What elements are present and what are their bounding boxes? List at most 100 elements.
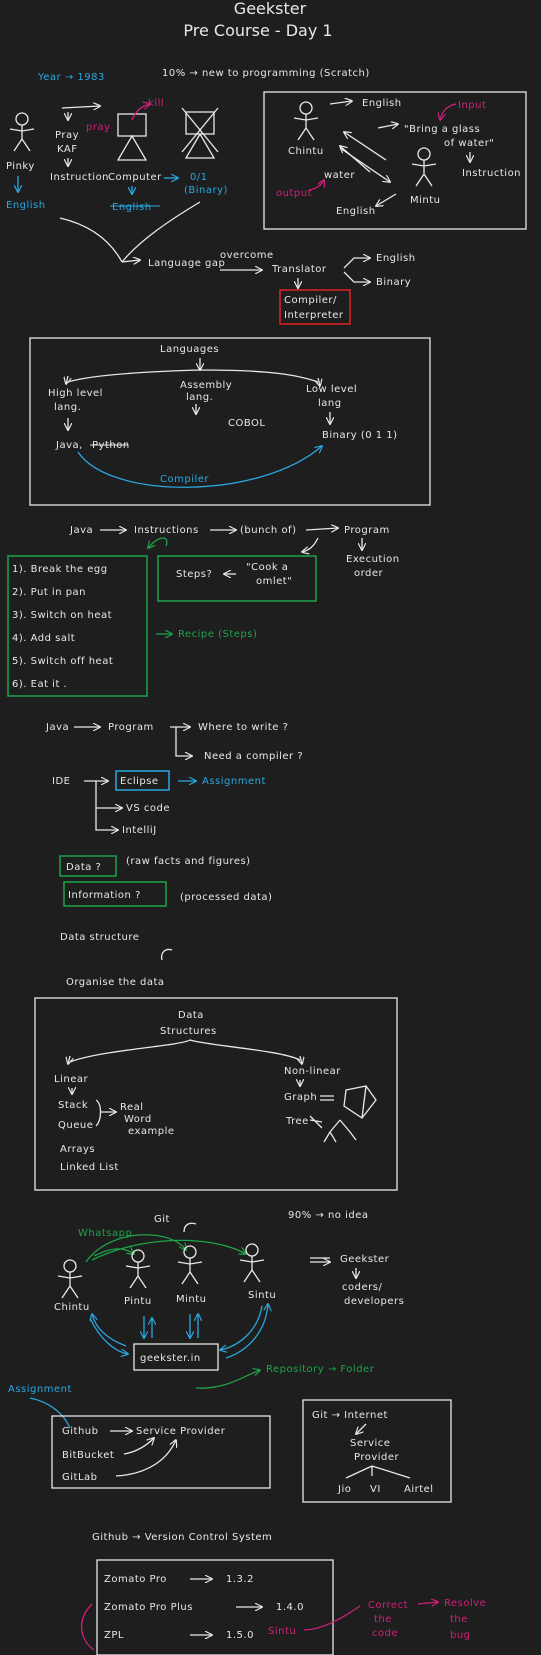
queue-label: Queue: [58, 1120, 93, 1131]
resolve-2: the: [450, 1614, 468, 1625]
vcs-row-version: 1.3.2: [226, 1574, 254, 1585]
chintu-figure-2: [57, 1259, 83, 1299]
bitbucket-label: BitBucket: [62, 1450, 114, 1461]
cook-2: omlet": [256, 576, 292, 587]
recipe-step: 4). Add salt: [12, 633, 75, 644]
pinky-label: Pinky: [6, 161, 35, 172]
ds-title-2: Structures: [160, 1026, 217, 1037]
stack-label: Stack: [58, 1100, 88, 1111]
recipe-step: 2). Put in pan: [12, 587, 86, 598]
sintu-figure: [239, 1243, 265, 1283]
data-q: Data ?: [66, 862, 101, 873]
recipe-step: 3). Switch on heat: [12, 610, 112, 621]
cook-1: "Cook a: [246, 562, 288, 573]
steps-box: [157, 555, 317, 602]
mintu-label: Mintu: [410, 195, 441, 206]
resolve-3: bug: [450, 1630, 471, 1641]
intellij-arrow: [95, 808, 118, 830]
assignment-label: Assignment: [202, 776, 266, 787]
info-box: [63, 881, 167, 907]
vcs-row-version: 1.5.0: [226, 1630, 254, 1641]
sintu-pink: Sintu: [268, 1626, 296, 1637]
need-label: Need a compiler ?: [204, 751, 303, 762]
steps-label: Steps?: [176, 569, 212, 580]
info-def: (processed data): [180, 892, 272, 903]
languages-box: [29, 337, 431, 506]
gap-curve-right: [121, 201, 201, 263]
ds-right-arrow: [300, 1055, 302, 1064]
recipe-box: [7, 555, 148, 697]
assembly-2: lang.: [186, 392, 213, 403]
correct-1: Correct: [368, 1600, 408, 1611]
tree-arrow: [309, 1115, 323, 1129]
vcs-title: Github → Version Control System: [92, 1532, 272, 1543]
coders-label: coders/: [342, 1282, 382, 1293]
chintu-english-arrow: [329, 101, 352, 104]
recipe-label: Recipe (Steps): [178, 629, 257, 640]
person-pintu: Pintu: [124, 1296, 152, 1307]
languages-title: Languages: [160, 344, 219, 355]
gitlab-label: GitLab: [62, 1472, 98, 1483]
vscode-arrow: [95, 781, 122, 808]
instruction-label: Instruction: [50, 172, 109, 183]
person-sintu: Sintu: [248, 1290, 276, 1301]
graph-arrow: [320, 1095, 334, 1101]
language-label: Language gap: [148, 258, 225, 269]
computer-label: Computer: [108, 172, 162, 183]
person-mintu: Mintu: [176, 1294, 207, 1305]
ide-arrow-3: [175, 727, 192, 756]
data-def: (raw facts and figures): [126, 856, 251, 867]
ds-box: [34, 997, 398, 1191]
kaf-label: KAF: [57, 144, 77, 155]
linked-label: Linked List: [60, 1162, 119, 1173]
quote-arrow: [377, 124, 398, 128]
vcs-row-name: Zomato Pro: [104, 1574, 167, 1585]
cobol-label: COBOL: [228, 418, 265, 429]
correct-resolve-arrow: [417, 1602, 438, 1604]
gitlab-arrow: [115, 1440, 176, 1477]
whatsapp-arc-1: [85, 1234, 186, 1263]
output-arrow: [309, 180, 324, 191]
kill-arrow: [131, 104, 150, 121]
mintu-english-arrow: [376, 193, 397, 206]
tree-label: Tree: [285, 1116, 309, 1127]
recipe-step: 1). Break the egg: [12, 564, 108, 575]
box1-instruction: Instruction: [462, 168, 521, 179]
git-label: Git: [154, 1214, 170, 1225]
recipe-step: 6). Eat it .: [12, 679, 67, 690]
chintu-figure: [293, 101, 319, 141]
recipe-step: 5). Switch off heat: [12, 656, 113, 667]
eclipse-box: [115, 770, 170, 791]
ds-label: Data structure: [60, 932, 139, 943]
pinky-figure: [9, 112, 35, 152]
mintu-figure: [411, 147, 437, 187]
branch-right-arrow: [318, 377, 320, 386]
pinky-english: English: [6, 200, 46, 211]
interpreter-label: Interpreter: [284, 310, 344, 321]
water-arrow: [340, 146, 371, 173]
to-english-arrow: [343, 258, 370, 269]
internet-line3: Provider: [354, 1452, 400, 1463]
correct-2: the: [374, 1614, 392, 1625]
where-label: Where to write ?: [198, 722, 288, 733]
pray-mark: pray: [86, 122, 111, 133]
gap-curve-left: [59, 217, 123, 263]
flow-instructions: Instructions: [134, 525, 199, 536]
low-level-1: Low level: [306, 384, 357, 395]
pray-label: Pray: [55, 130, 79, 141]
execution-2: order: [354, 568, 384, 579]
ide-java: Java: [45, 722, 69, 733]
ds-branch: [69, 1039, 301, 1063]
page-title: Geekster: [234, 0, 307, 18]
provider-jio: Jio: [337, 1484, 351, 1495]
branch-left-arrow: [66, 375, 68, 384]
sintu-pull: [220, 1305, 263, 1350]
tree-icon: [323, 1119, 357, 1143]
ds-left-arrow: [68, 1055, 70, 1064]
flow-arrow-3: [305, 528, 338, 530]
year-note: Year → 1983: [37, 72, 105, 83]
geekster-arrow: [310, 1258, 330, 1262]
instructions-steps-arrow: [148, 537, 168, 548]
real-brace: [95, 1099, 116, 1127]
